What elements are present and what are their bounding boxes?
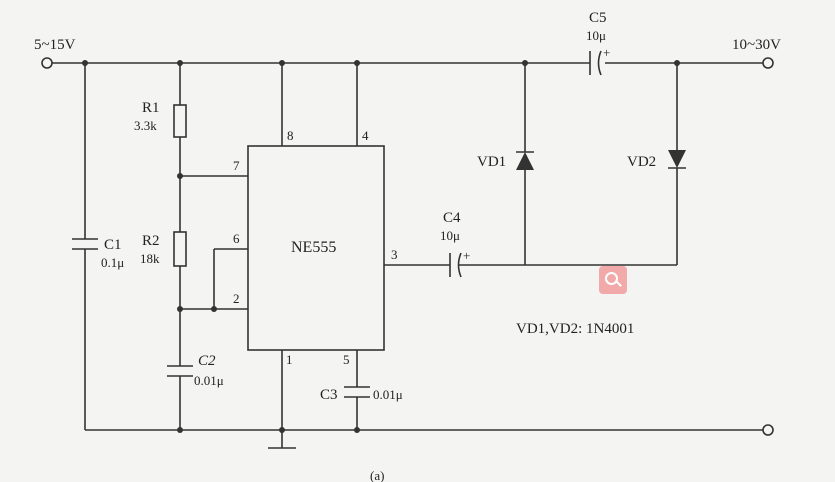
c3-value: 0.01μ [373, 387, 403, 402]
r2-resistor [173, 231, 187, 366]
c4-plus: + [463, 248, 470, 263]
c1-name: C1 [104, 237, 122, 253]
search-icon-handle [616, 281, 622, 287]
c2-capacitor [167, 365, 193, 430]
pin-2-label: 2 [233, 291, 240, 306]
output-voltage-label: 10~30V [732, 37, 781, 53]
input-terminal [41, 57, 53, 69]
search-icon-lens [605, 272, 618, 285]
vd2-name: VD2 [627, 154, 656, 170]
c2-name: C2 [198, 353, 216, 369]
r1-value: 3.3k [134, 118, 157, 133]
c4-name: C4 [443, 210, 461, 226]
ic-name: NE555 [291, 239, 336, 256]
c4-value: 10μ [440, 228, 460, 243]
search-icon[interactable] [599, 266, 627, 294]
pin-1-label: 1 [286, 352, 293, 367]
junction-dots [82, 60, 680, 433]
c3-capacitor [344, 350, 370, 430]
ground-terminal [762, 424, 774, 436]
r1-resistor [173, 63, 187, 232]
pin-8-label: 8 [287, 128, 294, 143]
c5-value: 10μ [586, 28, 606, 43]
c2-value: 0.01μ [194, 373, 224, 388]
pin-3-label: 3 [391, 247, 398, 262]
vd2-diode [668, 63, 686, 265]
input-voltage-label: 5~15V [34, 37, 76, 53]
c1-capacitor [72, 63, 98, 430]
pin-4-label: 4 [362, 128, 369, 143]
pin-6-label: 6 [233, 231, 240, 246]
c5-capacitor [589, 50, 602, 76]
c3-name: C3 [320, 387, 338, 403]
vd1-diode [516, 63, 534, 265]
r2-name: R2 [142, 233, 160, 249]
c1-value: 0.1μ [101, 255, 124, 270]
pin6-pin2-wire [180, 248, 248, 310]
c5-name: C5 [589, 10, 607, 26]
vd1-name: VD1 [477, 154, 506, 170]
pin-7-label: 7 [233, 158, 240, 173]
pin-5-label: 5 [343, 352, 350, 367]
ne555-chip [247, 145, 385, 351]
figure-label: (a) [370, 468, 384, 482]
diode-note: VD1,VD2: 1N4001 [516, 321, 634, 337]
output-terminal [762, 57, 774, 69]
r2-value: 18k [140, 251, 160, 266]
c4-capacitor [384, 252, 677, 278]
r1-name: R1 [142, 100, 160, 116]
c5-plus: + [603, 45, 610, 60]
